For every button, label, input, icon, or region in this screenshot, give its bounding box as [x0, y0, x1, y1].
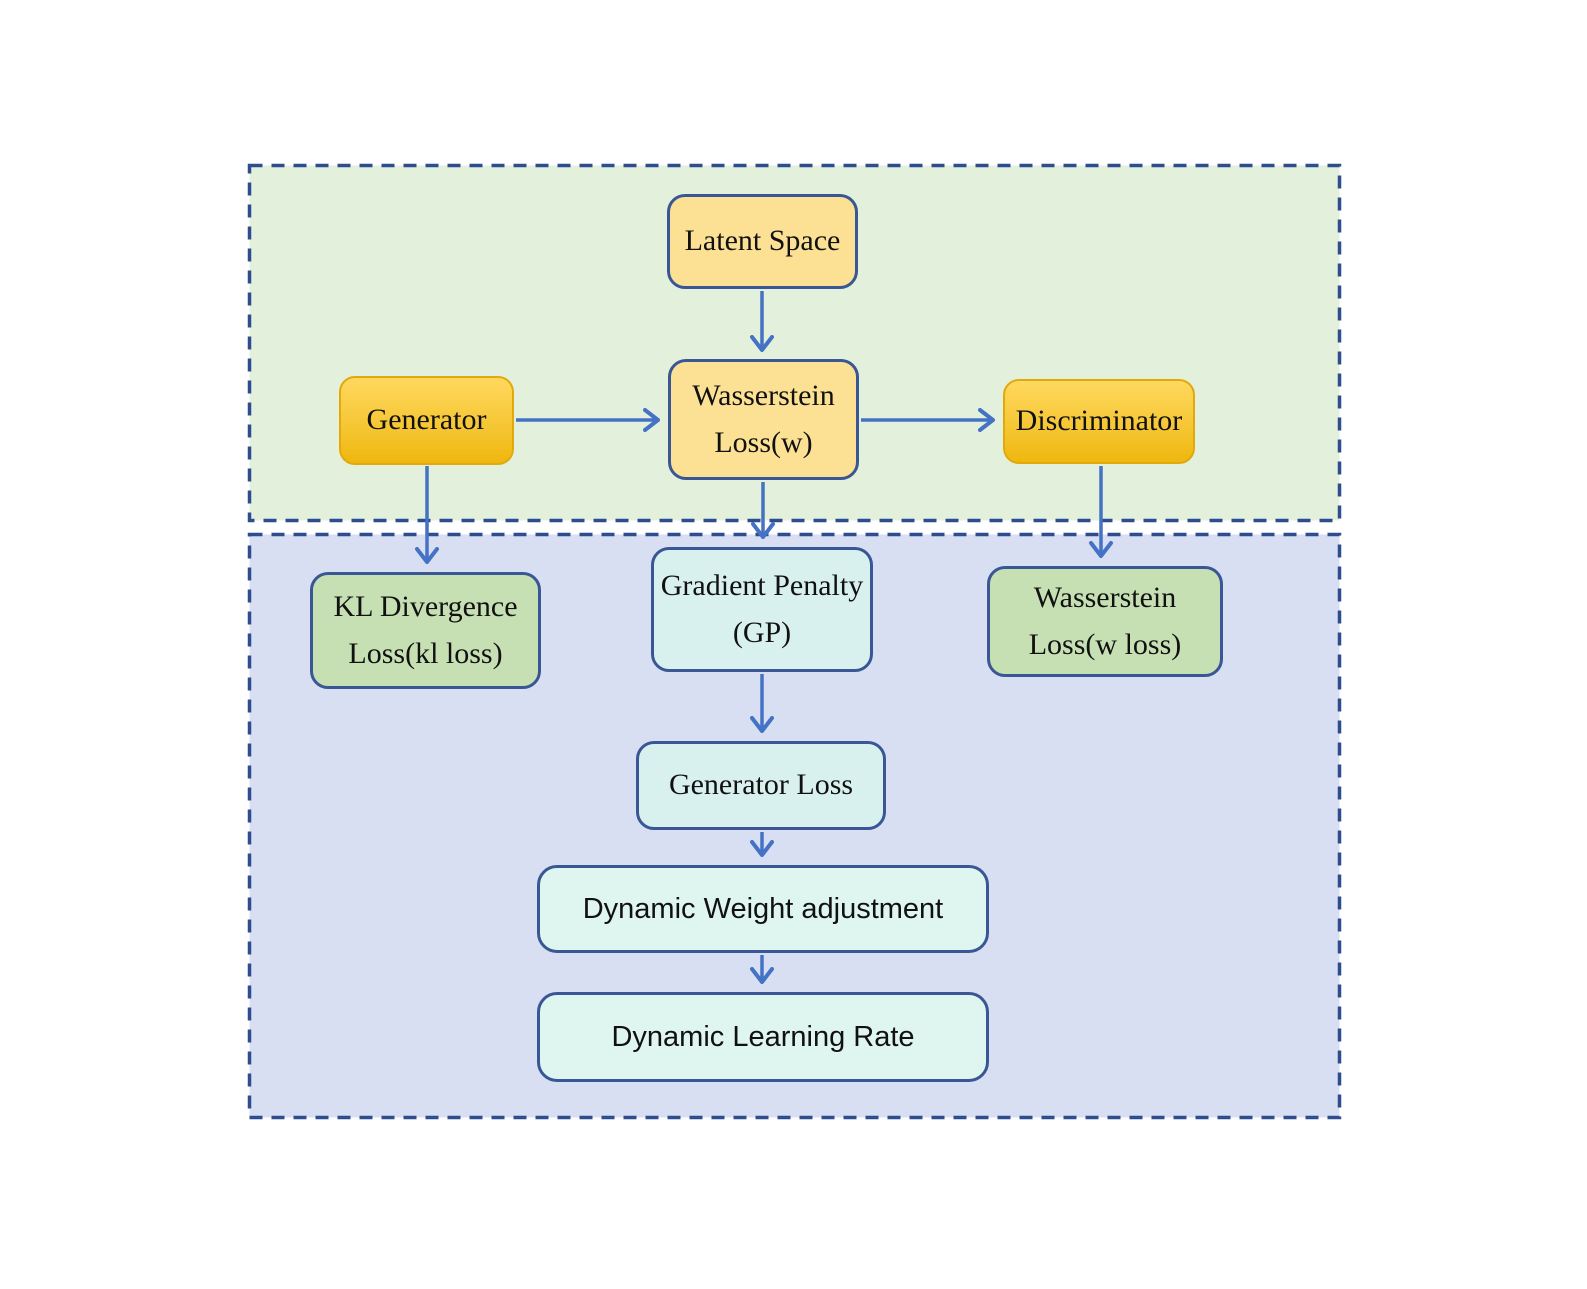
node-kl-divergence-loss-line1: KL Divergence	[333, 590, 518, 623]
node-gradient-penalty-line2: (GP)	[732, 615, 792, 649]
node-generator-loss: Generator Loss	[636, 741, 886, 830]
node-dynamic-learning-rate-label: Dynamic Learning Rate	[611, 1020, 915, 1053]
node-wasserstein-loss-w: Wasserstein Loss(w)	[668, 359, 859, 480]
node-wasserstein-loss-w-loss: Wasserstein Loss(w loss)	[987, 566, 1223, 677]
node-dynamic-learning-rate: Dynamic Learning Rate	[537, 992, 989, 1082]
node-latent-space: Latent Space	[667, 194, 858, 289]
node-kl-divergence-loss-line2: Loss(kl loss)	[348, 636, 503, 670]
node-generator-loss-label: Generator Loss	[668, 768, 854, 802]
node-discriminator-label: Discriminator	[1015, 404, 1183, 438]
node-generator: Generator	[339, 376, 514, 465]
node-dynamic-weight-adjustment-label: Dynamic Weight adjustment	[582, 892, 944, 925]
node-kl-divergence-loss: KL Divergence Loss(kl loss)	[310, 572, 541, 689]
node-dynamic-weight-adjustment: Dynamic Weight adjustment	[537, 865, 989, 953]
node-wasserstein-loss-w-loss-line2: Loss(w loss)	[1028, 627, 1182, 661]
node-latent-space-label: Latent Space	[684, 224, 841, 258]
node-generator-label: Generator	[366, 403, 487, 437]
node-gradient-penalty: Gradient Penalty (GP)	[651, 547, 873, 672]
node-wasserstein-loss-w-loss-line1: Wasserstein	[1033, 581, 1177, 614]
node-wasserstein-loss-w-line2: Loss(w)	[714, 425, 813, 459]
node-wasserstein-loss-w-line1: Wasserstein	[692, 379, 835, 412]
node-gradient-penalty-line1: Gradient Penalty	[660, 569, 864, 602]
node-discriminator: Discriminator	[1003, 379, 1195, 464]
